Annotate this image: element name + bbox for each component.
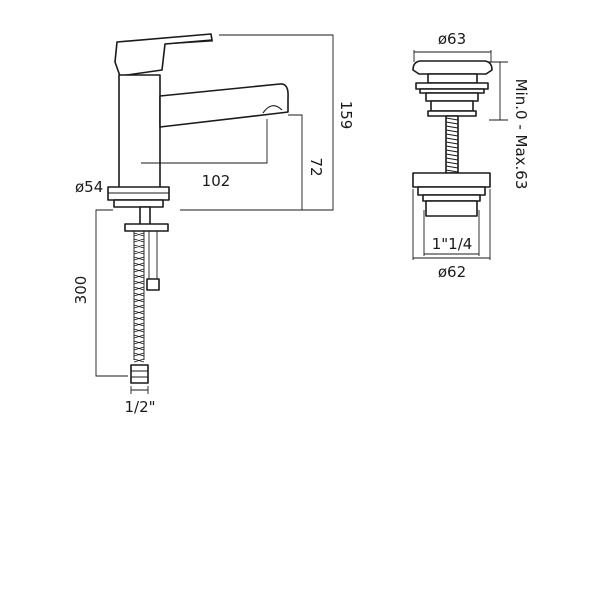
waste-body <box>412 172 491 188</box>
waste-dimensions <box>412 50 508 260</box>
basin-waste <box>412 60 493 217</box>
waste-cap <box>412 60 493 75</box>
waste-cap-diameter-label: ø63 <box>438 30 466 48</box>
tap-dimensions <box>95 34 334 394</box>
waste-thread-label: 1"1/4 <box>432 235 473 253</box>
tap-shank <box>139 206 151 226</box>
connection-size-label: 1/2" <box>124 398 155 416</box>
waste-flange-diameter-label: ø62 <box>438 263 466 281</box>
tap-total-height-label: 159 <box>337 101 355 130</box>
waste-adjustment-label: Min.0 - Max.63 <box>512 79 530 190</box>
tap-spout-height-label: 72 <box>307 157 325 176</box>
tap-base-diameter-label: ø54 <box>75 178 103 196</box>
basin-mixer-tap <box>107 33 289 384</box>
tap-body <box>118 74 161 189</box>
tap-reach-label: 102 <box>202 172 231 190</box>
hose-connector <box>130 364 149 384</box>
fixing-nut <box>124 223 169 232</box>
tap-spout <box>159 83 289 128</box>
waste-spindle <box>445 115 459 174</box>
waste-flange <box>415 82 489 90</box>
tap-base <box>107 186 170 201</box>
hose-length-label: 300 <box>72 276 90 305</box>
flexible-hose <box>133 231 160 363</box>
tap-lever-handle <box>114 33 213 77</box>
